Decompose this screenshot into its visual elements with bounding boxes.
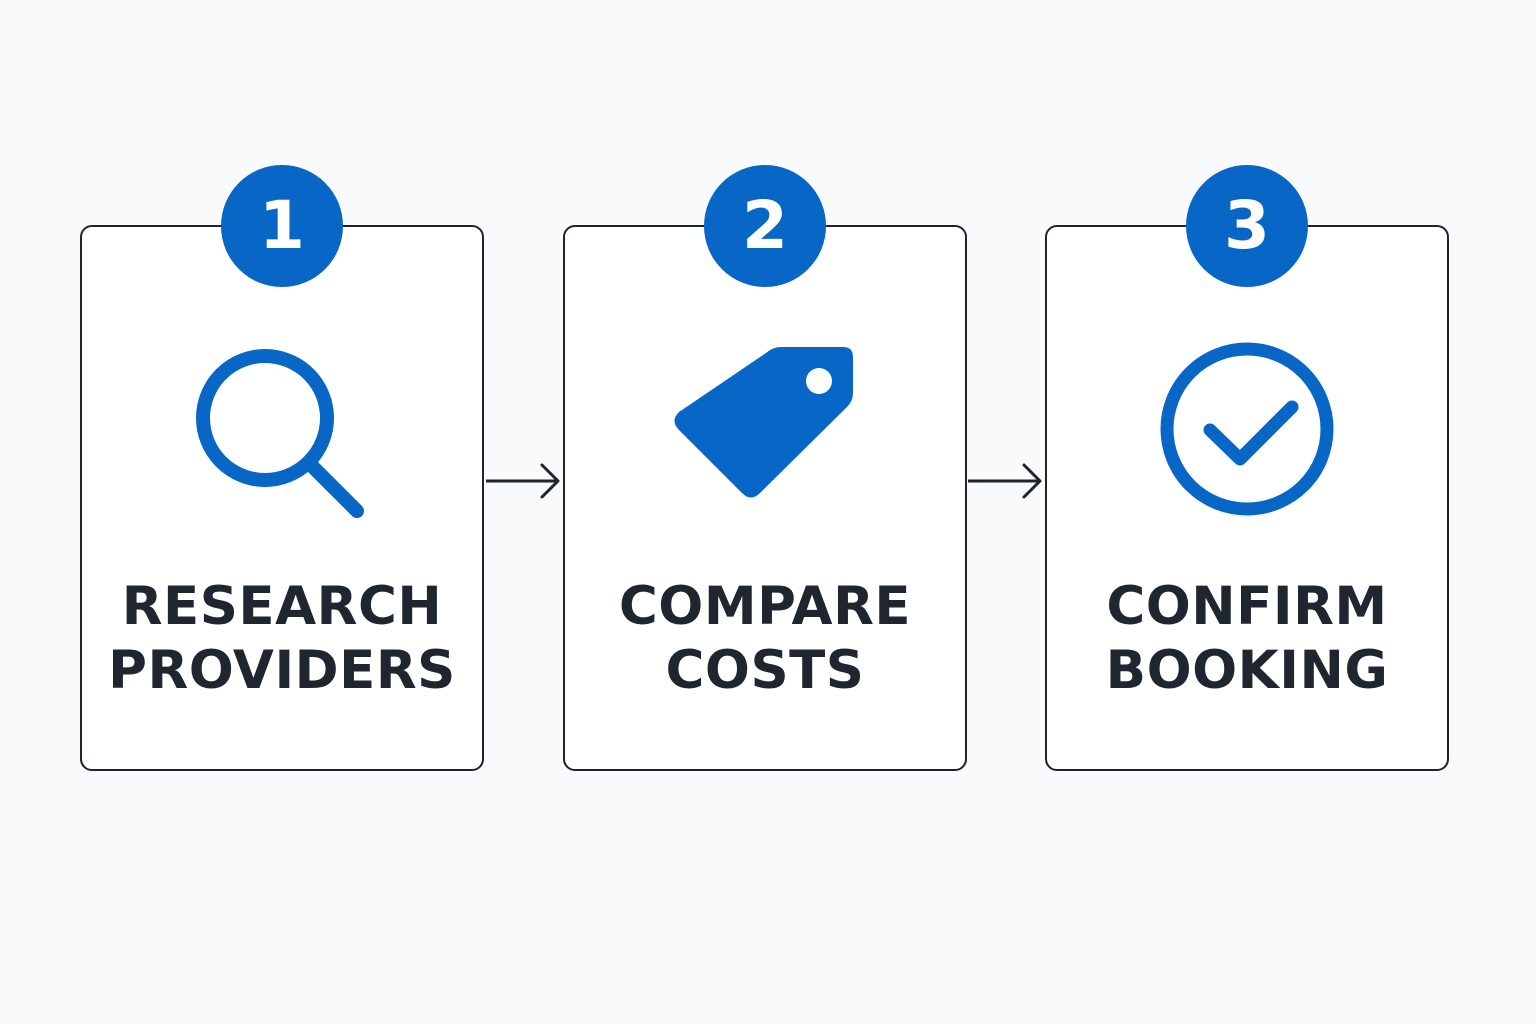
- step-number-badge: 2: [704, 165, 826, 287]
- step-title: COMPARE COSTS: [565, 575, 965, 703]
- step-number-badge: 3: [1186, 165, 1308, 287]
- magnifying-glass-icon: [182, 335, 382, 535]
- step-title-line: COSTS: [665, 640, 865, 701]
- step-card-confirm-booking: 3 CONFIRM BOOKING: [1045, 165, 1449, 771]
- price-tag-icon: [665, 335, 865, 535]
- right-arrow-icon: [966, 460, 1046, 502]
- right-arrow-icon: [484, 460, 564, 502]
- step-card-compare-costs: 2 COMPARE COSTS: [563, 165, 967, 771]
- step-title-line: PROVIDERS: [108, 640, 456, 701]
- step-title-line: CONFIRM: [1106, 576, 1388, 637]
- step-title-line: RESEARCH: [121, 576, 443, 637]
- step-card-research-providers: 1 RESEARCH PROVIDERS: [80, 165, 484, 771]
- check-circle-icon: [1147, 335, 1347, 535]
- step-title: RESEARCH PROVIDERS: [82, 575, 482, 703]
- step-title: CONFIRM BOOKING: [1047, 575, 1447, 703]
- step-title-line: COMPARE: [618, 576, 912, 637]
- step-number-badge: 1: [221, 165, 343, 287]
- step-title-line: BOOKING: [1105, 640, 1389, 701]
